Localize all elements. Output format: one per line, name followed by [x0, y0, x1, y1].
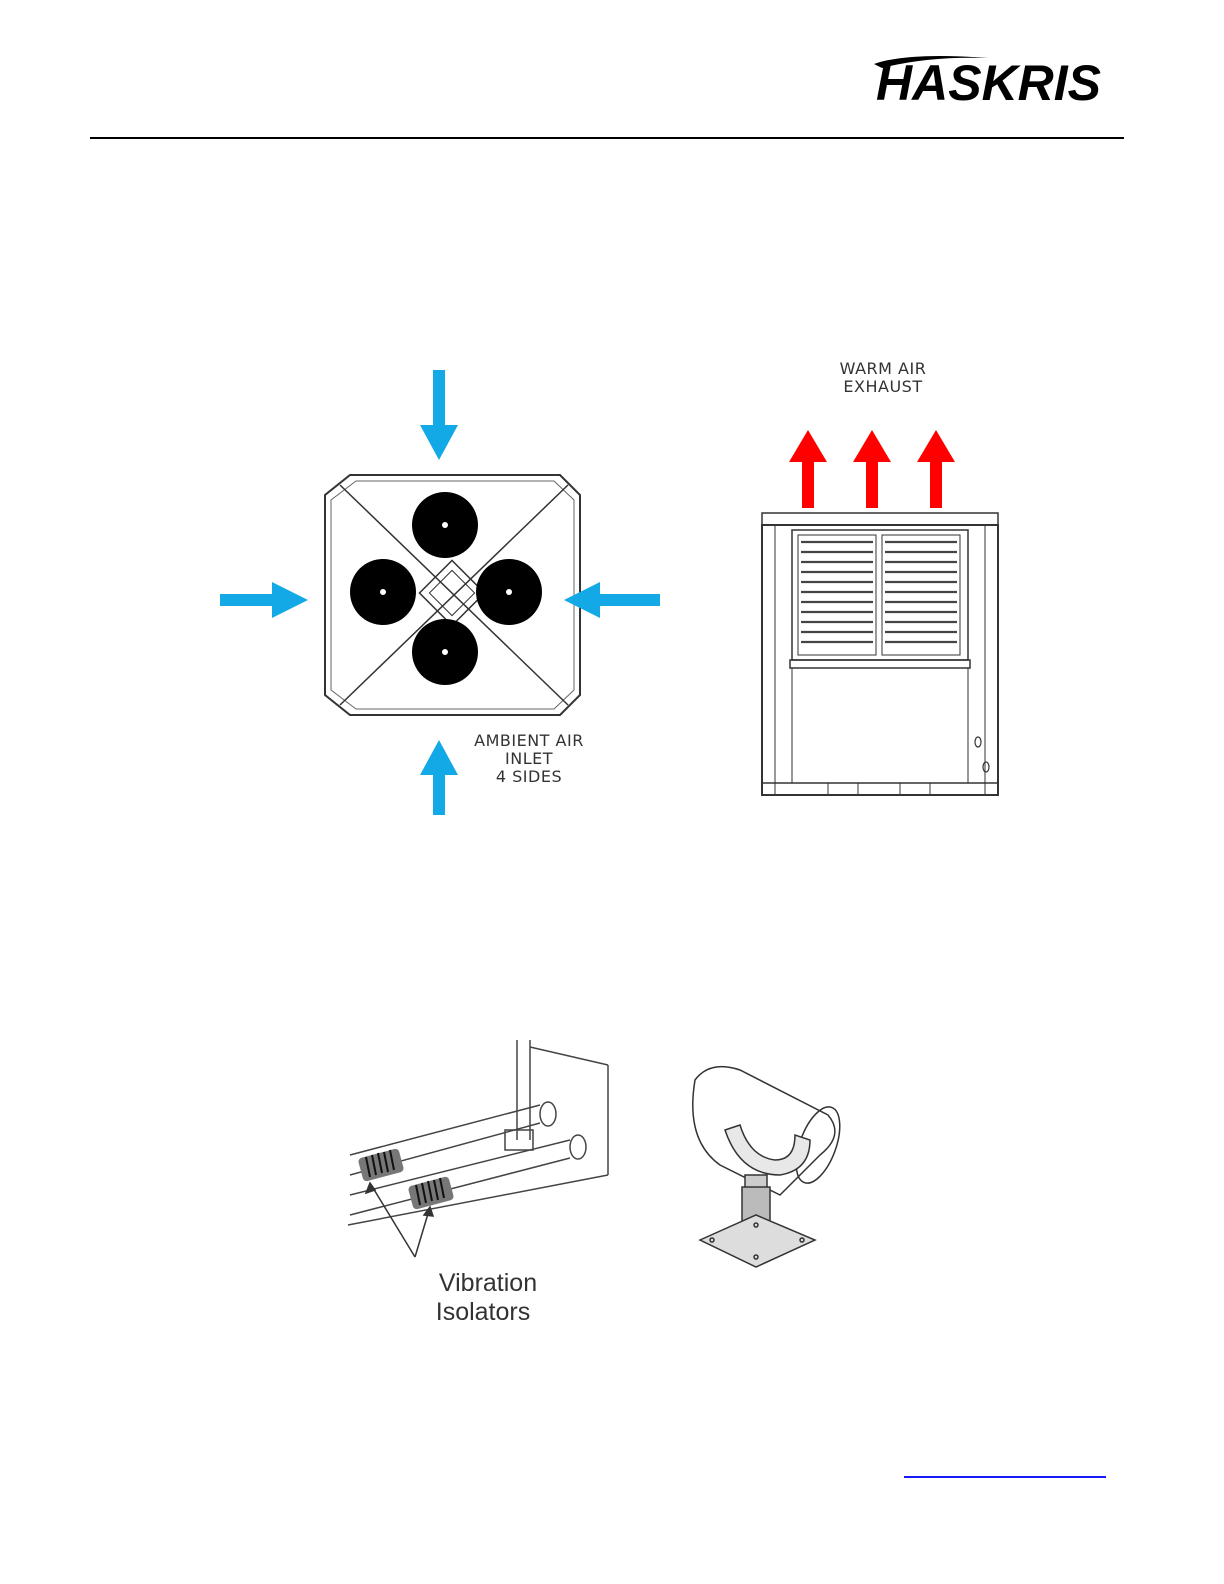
inlet-label-line3: 4 SIDES: [496, 767, 562, 786]
exhaust-arrow-1: [789, 430, 827, 508]
exhaust-arrow-3: [917, 430, 955, 508]
unit-side-view: [762, 513, 998, 795]
isolator-label-line2: Isolators: [436, 1298, 530, 1326]
fan-right: [476, 559, 542, 625]
exhaust-arrow-2: [853, 430, 891, 508]
inlet-label-line1: AMBIENT AIR: [474, 731, 584, 750]
pipe-support-illustration: [693, 1067, 849, 1267]
isolator-1: [358, 1148, 405, 1182]
exhaust-label-line1: WARM AIR: [840, 359, 927, 378]
exhaust-arrows: [789, 430, 955, 508]
inlet-arrow-bottom: [420, 740, 458, 815]
logo-text: HASKRIS: [876, 55, 1101, 108]
airflow-diagram: AMBIENT AIR INLET 4 SIDES WAR: [200, 350, 1030, 830]
isolator-label-line1: Vibration: [439, 1269, 537, 1297]
fan-left: [350, 559, 416, 625]
fan-top: [412, 492, 478, 558]
inlet-label-line2: INLET: [505, 749, 553, 768]
side-view-louvers: [801, 542, 957, 642]
inlet-arrow-left: [220, 582, 308, 618]
header-rule: [90, 137, 1124, 139]
vibration-isolators-figure: Vibration Isolators: [340, 1035, 860, 1345]
isolator-2: [408, 1176, 455, 1210]
footer-link[interactable]: [904, 1457, 1106, 1479]
pipes-illustration: [348, 1040, 608, 1225]
haskris-logo: HASKRIS: [868, 50, 1130, 108]
fan-bottom: [412, 619, 478, 685]
inlet-arrow-top: [420, 370, 458, 460]
unit-top-view: [325, 475, 580, 715]
exhaust-label-line2: EXHAUST: [843, 377, 922, 396]
